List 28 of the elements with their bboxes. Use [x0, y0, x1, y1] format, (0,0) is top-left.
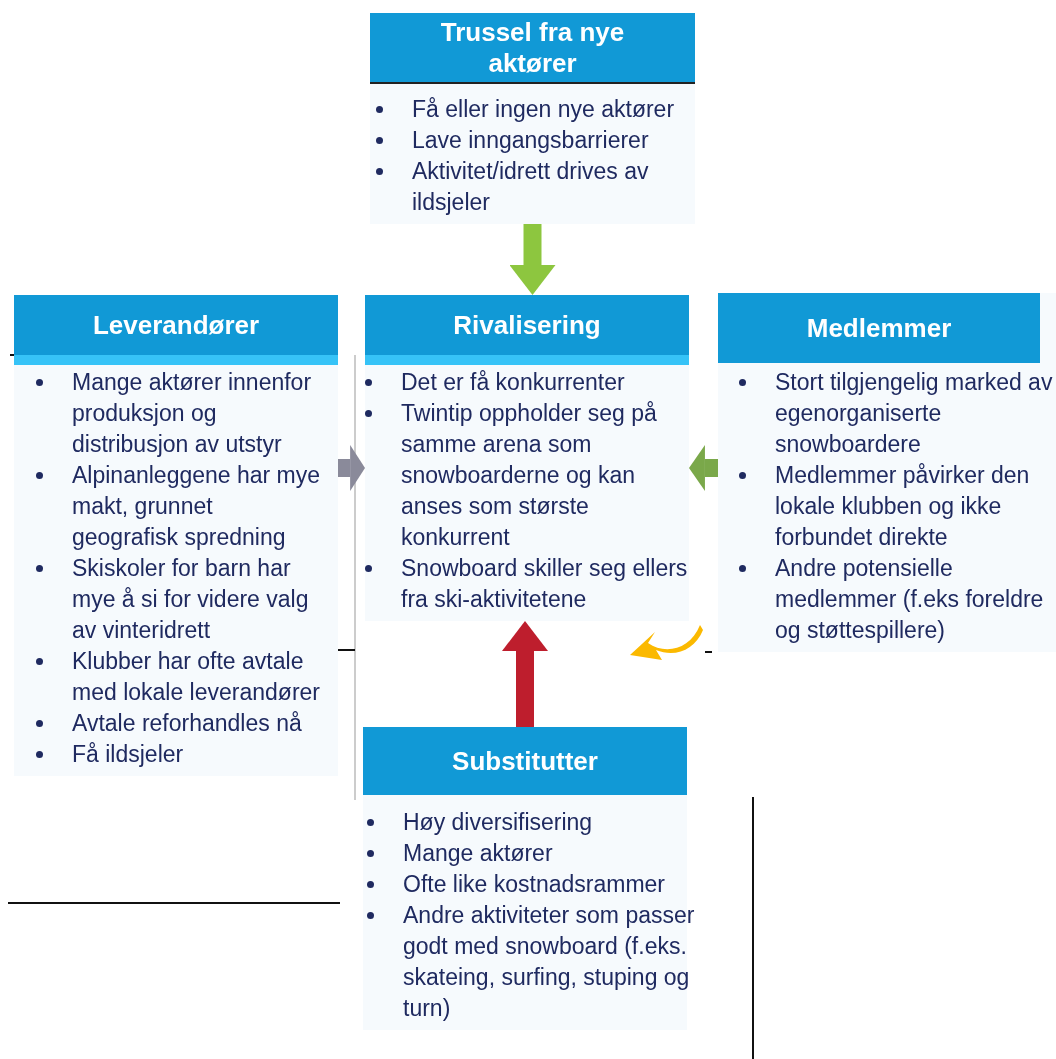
bullet-text: Mange aktører — [403, 840, 553, 866]
bullet-text: Andre aktiviteter som passer godt med snowboard (f.eks. skateing, surfing, stuping og turn) — [403, 902, 695, 1021]
block-arrow — [338, 445, 365, 491]
bullet-text: Få ildsjeler — [72, 741, 184, 767]
bullet-text: Alpinanleggene har mye makt, grunnet geografisk spredning — [72, 462, 321, 550]
bullet-text: Skiskoler for barn har mye å si for videre valg av vinteridrett — [72, 555, 309, 643]
bullet-text: Lave inngangsbarrierer — [412, 127, 649, 153]
bullet-text: Andre potensielle medlemmer (f.eks foreldre og støttespillere) — [775, 555, 1044, 643]
panel-header: Leverandører — [92, 309, 260, 341]
bullet-text: Det er få konkurrenter — [401, 369, 625, 395]
bullet-text: Høy diversifisering — [403, 809, 593, 835]
bullet-text: Klubber har ofte avtale med lokale leverandører — [72, 648, 320, 705]
block-arrow — [502, 621, 548, 727]
bullet-text: Stort tilgjengelig marked av egenorganiserte snowboardere — [775, 369, 1053, 457]
bullet-text: Aktivitet/idrett drives av ildsjeler — [412, 158, 649, 215]
bullet-text: Mange aktører innenfor produksjon og distribusjon av utstyr — [72, 369, 312, 457]
bullet-text: Få eller ingen nye aktører — [412, 96, 675, 122]
bullet-text: Snowboard skiller seg ellers fra ski-aktivitetene — [401, 555, 688, 612]
panel-header: Substitutter — [452, 745, 598, 777]
bullet-text: Twintip oppholder seg på samme arena som snowboarderne og kan anses som største konkurrent — [401, 400, 657, 550]
bullet-text: Medlemmer påvirker den lokale klubben og ikke forbundet direkte — [775, 462, 1030, 550]
panel-header: Medlemmer — [806, 312, 952, 344]
bullet-text: Avtale reforhandles nå — [72, 710, 302, 736]
panel-header: Trussel fra nye aktører — [439, 16, 626, 79]
panel-header: Rivalisering — [453, 309, 601, 341]
block-arrow — [509, 224, 556, 295]
bullet-text: Ofte like kostnadsrammer — [403, 871, 666, 897]
block-arrow — [689, 445, 718, 491]
